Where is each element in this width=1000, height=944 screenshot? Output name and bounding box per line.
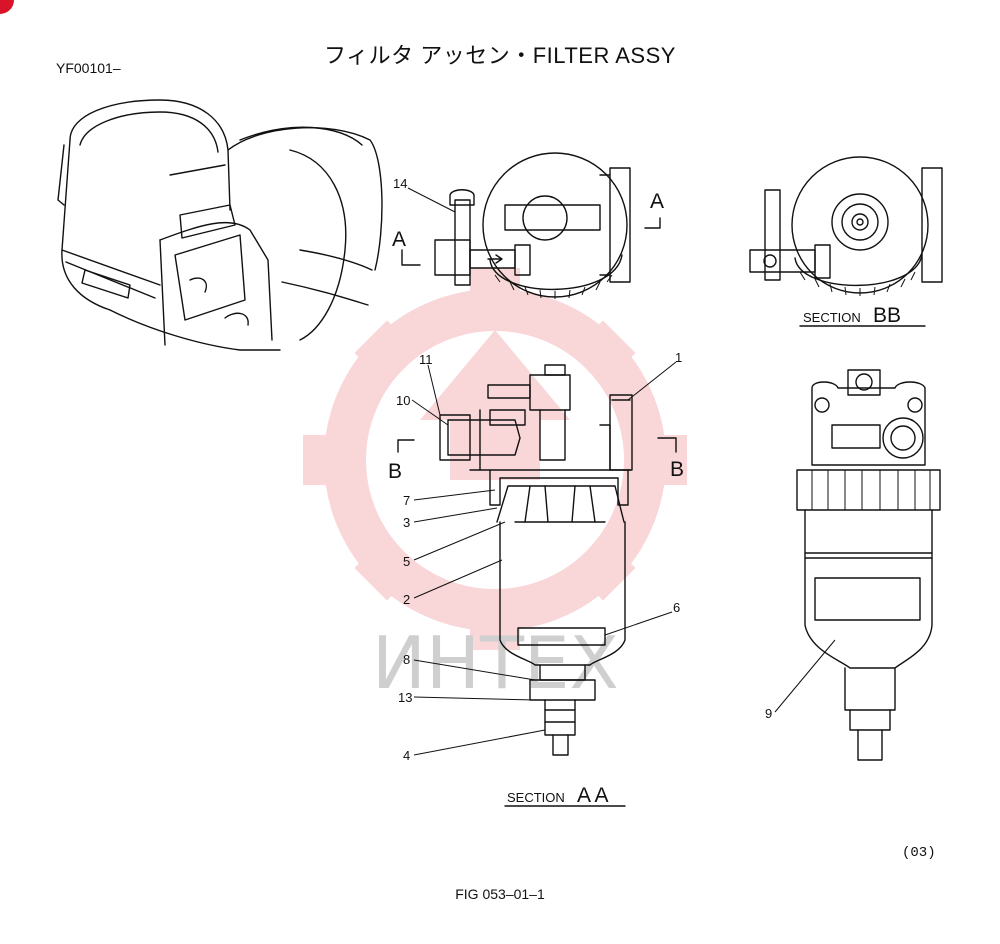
section-bb-letters: BB <box>873 304 901 327</box>
callout-9: 9 <box>765 706 772 721</box>
callout-4: 4 <box>403 748 410 763</box>
side-view <box>796 369 941 761</box>
callout-10: 10 <box>396 393 410 408</box>
revision-number: (03) <box>902 845 936 861</box>
top-view: A A <box>392 152 664 299</box>
callout-8: 8 <box>403 652 410 667</box>
watermark-text: ИНТЕХ <box>372 621 619 705</box>
machine-view <box>57 99 383 351</box>
watermark-gear-icon <box>303 268 687 650</box>
callout-14: 14 <box>393 176 407 191</box>
callouts: 14 11 10 1 7 3 5 2 6 8 13 4 9 <box>393 176 772 763</box>
leader-lines <box>407 187 836 756</box>
section-bb-view: SECTION BB <box>749 156 943 327</box>
cut-b-label-right: B <box>670 458 684 481</box>
callout-1: 1 <box>675 350 682 365</box>
part-code: YF00101– <box>56 60 121 76</box>
cut-a-label-right: A <box>650 190 664 213</box>
section-bb-word: SECTION <box>803 310 861 325</box>
callout-11: 11 <box>419 352 433 367</box>
cut-b-label-left: B <box>388 460 402 483</box>
callout-13: 13 <box>398 690 412 705</box>
section-aa-word: SECTION <box>507 790 565 805</box>
section-aa-view: B B SECTION A A <box>388 364 684 807</box>
figure-number: FIG 053–01–1 <box>455 886 545 902</box>
section-aa-letters: A A <box>577 784 609 807</box>
page-title: フィルタ アッセン・FILTER ASSY <box>324 43 676 68</box>
callout-2: 2 <box>403 592 410 607</box>
callout-5: 5 <box>403 554 410 569</box>
callout-7: 7 <box>403 493 410 508</box>
cut-a-label-left: A <box>392 228 406 251</box>
callout-3: 3 <box>403 515 410 530</box>
callout-6: 6 <box>673 600 680 615</box>
